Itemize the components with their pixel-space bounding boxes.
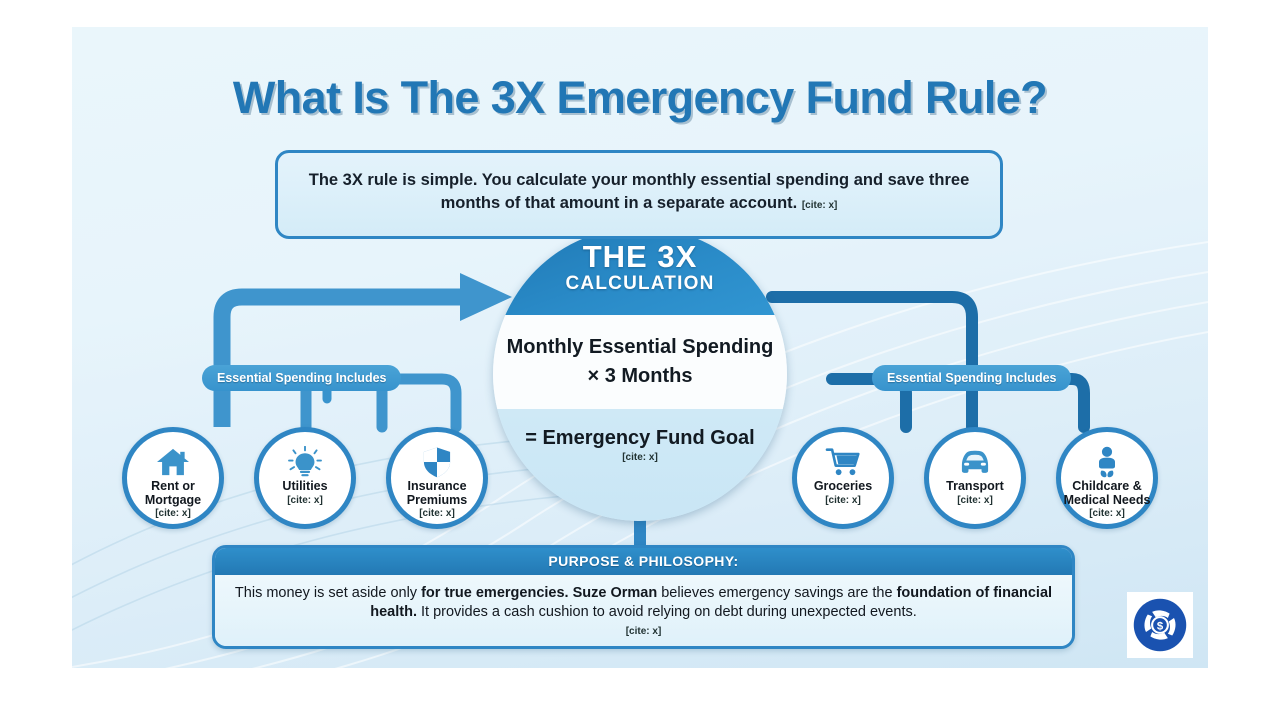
node-label: Childcare & Medical Needs [1063, 479, 1151, 507]
purpose-text: This money is set aside only for true em… [234, 585, 1053, 621]
infographic-canvas: What Is The 3X Emergency Fund Rule? The … [72, 27, 1208, 668]
intro-text: The 3X rule is simple. You calculate you… [308, 171, 970, 213]
hub-result: = Emergency Fund Goal [cite: x] [493, 409, 787, 521]
group-label-left: Essential Spending Includes [202, 365, 402, 391]
hub-formula: Monthly Essential Spending × 3 Months [493, 315, 787, 409]
node-label: Transport [946, 479, 1004, 493]
node-cite: [cite: x] [825, 494, 861, 506]
node-cite: [cite: x] [957, 494, 993, 506]
hub-title-line1: THE 3X [582, 239, 698, 274]
node-transport[interactable]: Transport [cite: x] [924, 427, 1026, 529]
node-cite: [cite: x] [419, 508, 455, 519]
node-utilities[interactable]: Utilities [cite: x] [254, 427, 356, 529]
node-label: Rent or Mortgage [144, 479, 202, 507]
shopping-cart-icon [825, 448, 860, 476]
node-label: Groceries [813, 479, 873, 493]
node-insurance-premiums[interactable]: Insurance Premiums [cite: x] [386, 427, 488, 529]
house-icon [157, 448, 189, 476]
left-inflow-arrow [213, 273, 512, 427]
svg-text:$: $ [1157, 620, 1164, 632]
intro-cite: [cite: x] [801, 200, 838, 212]
hub-header: THE 3X CALCULATION [493, 227, 787, 315]
car-icon [961, 450, 989, 473]
node-cite: [cite: x] [155, 508, 191, 519]
shield-icon [423, 447, 451, 478]
baby-icon [1099, 446, 1115, 478]
node-label: Utilities [282, 479, 328, 493]
intro-callout-box: The 3X rule is simple. You calculate you… [275, 150, 1003, 239]
hub-result-text: = Emergency Fund Goal [525, 427, 755, 449]
brand-logo: $ [1127, 592, 1193, 658]
node-childcare-medical[interactable]: Childcare & Medical Needs [cite: x] [1056, 427, 1158, 529]
purpose-cite: [cite: x] [625, 625, 662, 637]
page-title: What Is The 3X Emergency Fund Rule? [232, 72, 1048, 123]
hub-cite: [cite: x] [622, 451, 658, 463]
node-cite: [cite: x] [1089, 508, 1125, 519]
node-label: Insurance Premiums [406, 479, 468, 507]
purpose-panel: PURPOSE & PHILOSOPHY: This money is set … [212, 545, 1075, 649]
purpose-heading: PURPOSE & PHILOSOPHY: [215, 548, 1072, 575]
node-rent-or-mortgage[interactable]: Rent or Mortgage [cite: x] [122, 427, 224, 529]
hub-formula-line1: Monthly Essential Spending [506, 335, 774, 358]
hub-title-line2: CALCULATION [565, 272, 715, 294]
hub-calculation-circle: THE 3X CALCULATION Monthly Essential Spe… [493, 227, 787, 521]
node-cite: [cite: x] [287, 494, 323, 506]
hands-holding-coin-logo: $ [1133, 598, 1187, 652]
right-outflow-wire [766, 291, 1090, 433]
hub-formula-line2: × 3 Months [587, 365, 693, 388]
node-groceries[interactable]: Groceries [cite: x] [792, 427, 894, 529]
purpose-body: This money is set aside only for true em… [215, 575, 1072, 646]
lightbulb-icon [288, 446, 322, 477]
group-label-right: Essential Spending Includes [872, 365, 1072, 391]
